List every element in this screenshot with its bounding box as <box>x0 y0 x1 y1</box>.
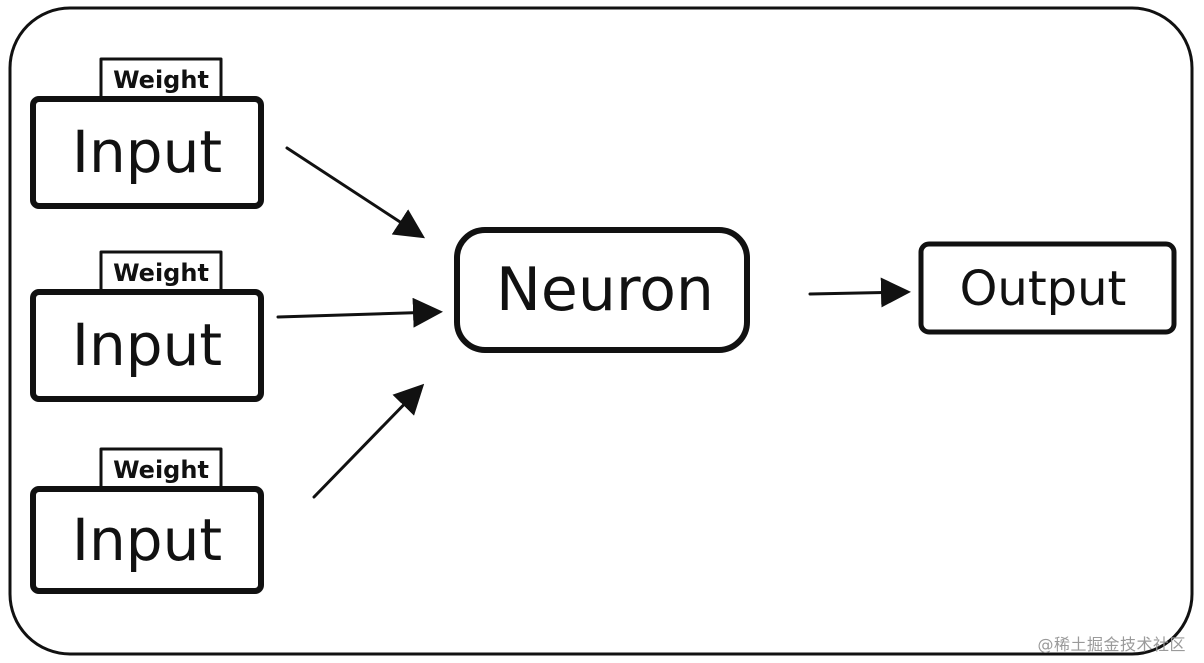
input-box-1 <box>30 96 264 209</box>
arrow-input-3-to-neuron <box>312 383 425 499</box>
weight-box-1 <box>99 57 223 103</box>
arrow-input-1-to-neuron <box>285 146 426 239</box>
arrow-input-2-to-neuron <box>276 297 443 328</box>
output-box <box>918 241 1177 335</box>
weight-label-2: Weight <box>113 259 209 287</box>
input-group-1: Weight Input <box>30 57 264 209</box>
weight-label-3: Weight <box>113 456 209 484</box>
input-group-3: Weight Input <box>30 447 264 594</box>
input-box-3 <box>30 486 264 594</box>
neuron-label: Neuron <box>496 255 714 325</box>
output-label: Output <box>960 261 1127 317</box>
input-label-1: Input <box>72 118 222 186</box>
neuron-node: Neuron <box>454 227 750 353</box>
neuron-box <box>454 227 750 353</box>
weight-box-2 <box>99 250 223 296</box>
input-box-2 <box>30 289 264 402</box>
weight-label-1: Weight <box>113 66 209 94</box>
arrow-neuron-to-output <box>808 277 911 308</box>
input-label-3: Input <box>72 506 222 574</box>
watermark: @稀土掘金技术社区 <box>1037 635 1186 654</box>
weight-box-3 <box>99 447 223 493</box>
input-label-2: Input <box>72 311 222 379</box>
output-node: Output <box>918 241 1177 335</box>
input-group-2: Weight Input <box>30 250 264 402</box>
